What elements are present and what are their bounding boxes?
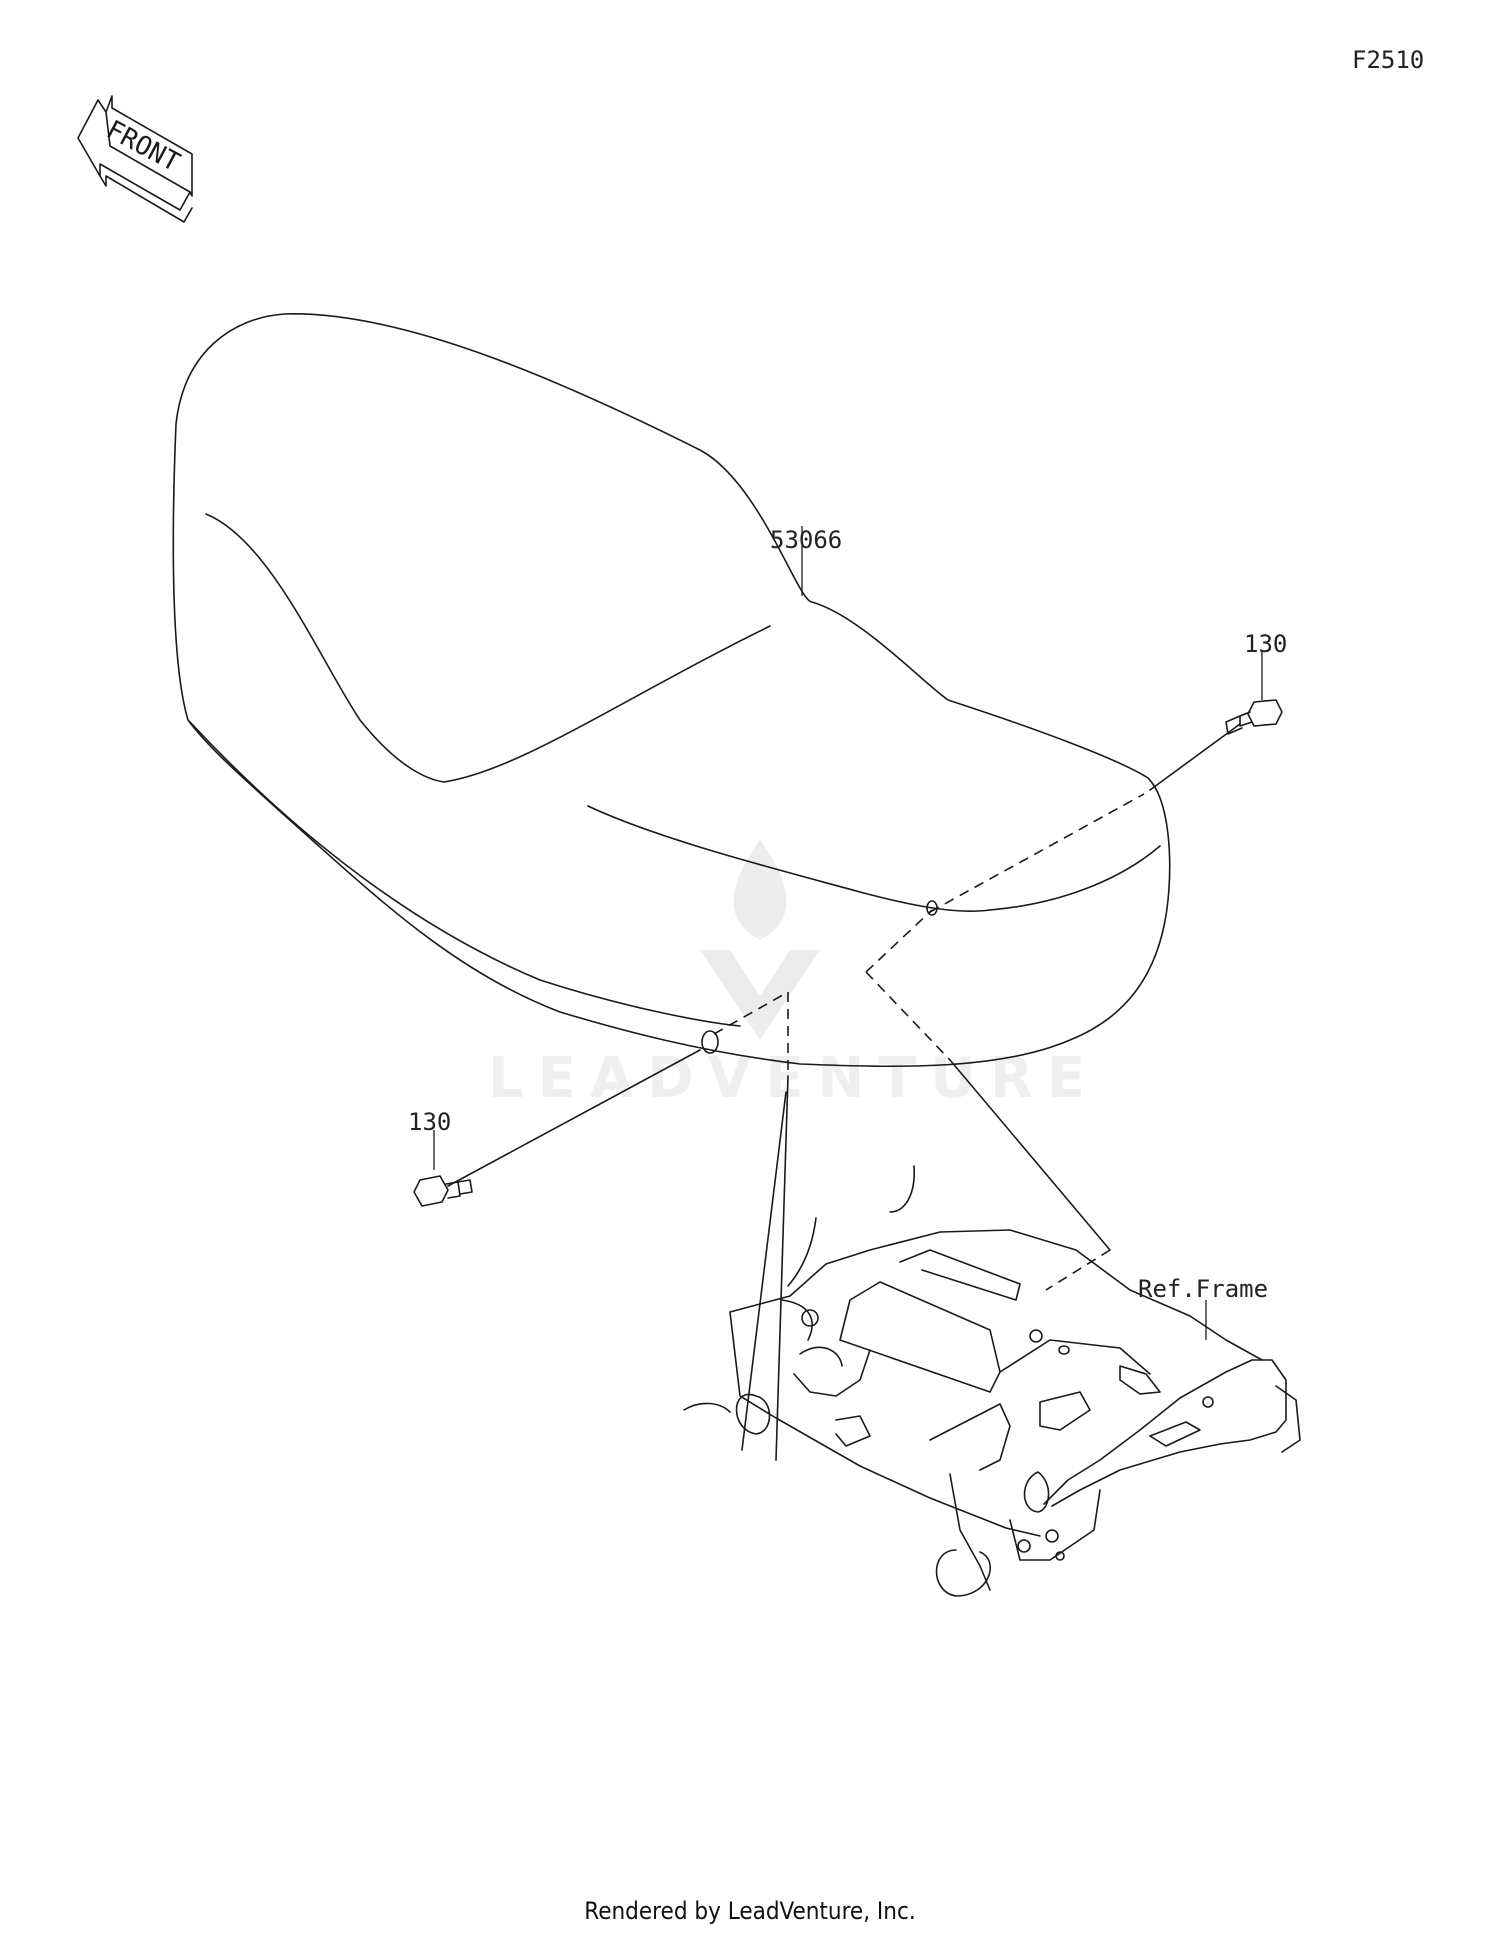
callout-frame-reference: Ref.Frame (1138, 1275, 1269, 1303)
watermark-text: LEADVENTURE (488, 1046, 1100, 1111)
callout-seat-part-number[interactable]: 53066 (770, 526, 843, 554)
bolt-left-icon (413, 1175, 473, 1207)
callout-bolt-left-part-number[interactable]: 130 (408, 1108, 452, 1136)
watermark-logo-icon (700, 840, 820, 1040)
callout-bolt-right-part-number[interactable]: 130 (1244, 630, 1288, 658)
diagram-code: F2510 (1352, 46, 1425, 74)
seat-drawing (172, 313, 1171, 1068)
footer-credit: Rendered by LeadVenture, Inc. (584, 1897, 916, 1925)
front-arrow-icon: FRONT (77, 95, 193, 223)
front-arrow-label: FRONT (101, 115, 184, 178)
bolt-right-icon (1225, 699, 1283, 735)
frame-drawing (683, 1165, 1301, 1597)
leader-lines (433, 650, 1263, 1461)
